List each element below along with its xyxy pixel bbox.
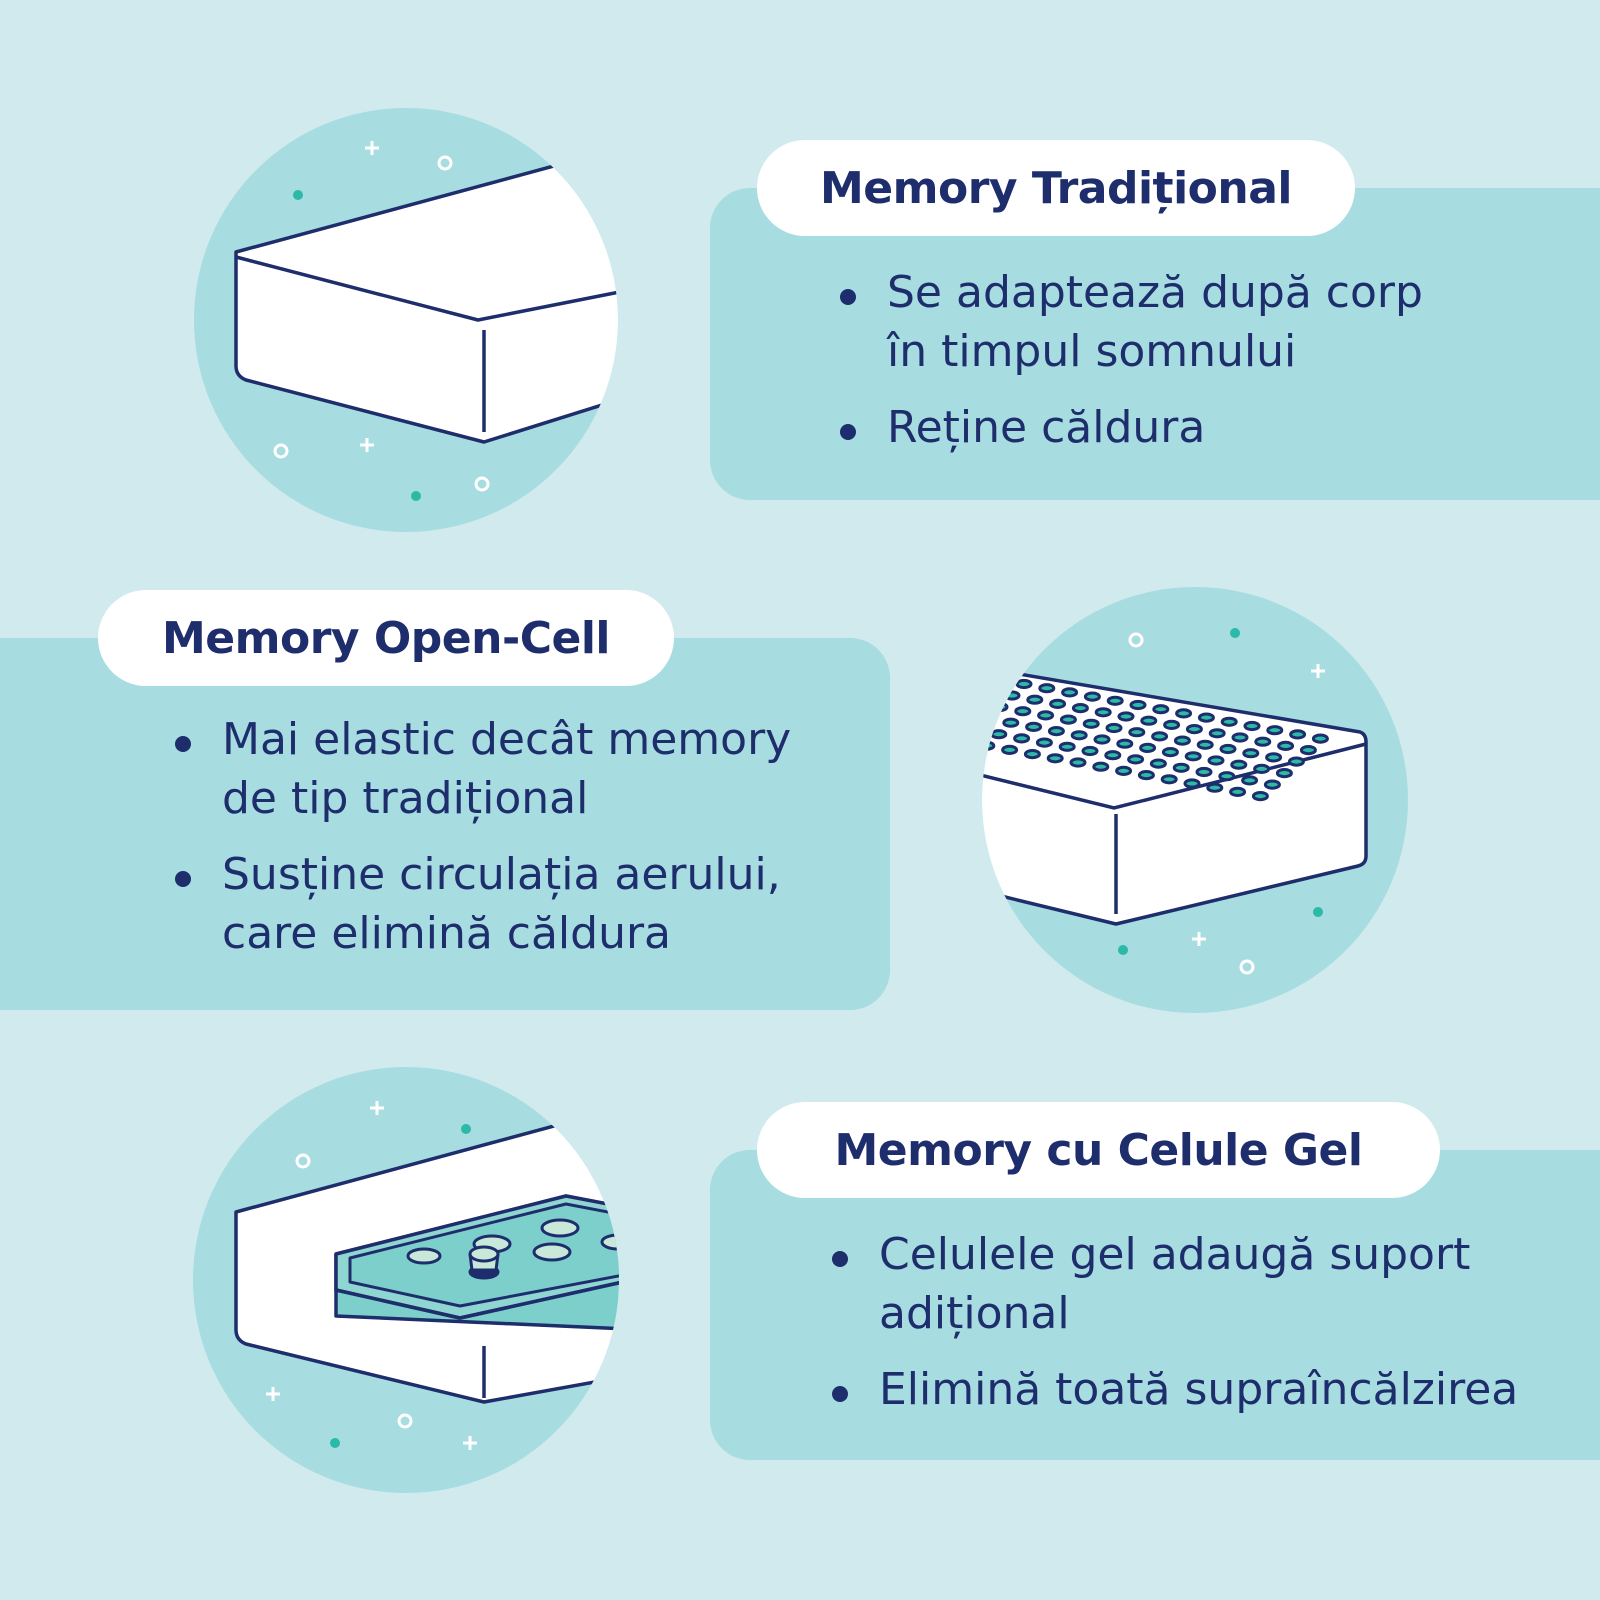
foam-hole (1254, 736, 1272, 747)
foam-hole (1003, 690, 1021, 701)
foam-hole (1137, 770, 1155, 781)
foam-hole (1185, 724, 1203, 735)
foam-hole (1161, 747, 1179, 758)
foam-hole (1001, 744, 1019, 756)
foam-hole (1013, 733, 1031, 744)
foam-hole (1037, 710, 1055, 721)
foam-hole (1083, 691, 1101, 702)
section-traditional-panel (710, 188, 1600, 500)
foam-hole (1140, 715, 1158, 726)
foam-hole (1196, 739, 1214, 750)
foam-hole (1208, 728, 1226, 739)
foam-hole (1015, 678, 1033, 690)
foam-hole (1152, 704, 1170, 715)
foam-hole (1046, 753, 1064, 764)
foam-hole (1229, 786, 1247, 798)
foam-hole (1071, 703, 1089, 714)
foam-hole (1163, 719, 1181, 731)
foam-hole (1014, 706, 1032, 717)
foam-hole (1151, 731, 1169, 742)
section-traditional-bullets: Se adaptează după corp în timpul somnulu… (835, 263, 1595, 474)
foam-hole (1023, 749, 1041, 760)
foam-hole (1218, 771, 1236, 782)
foam-hole (1197, 712, 1215, 723)
foam-hole (957, 738, 971, 745)
foam-hole (1277, 740, 1295, 752)
foam-hole (1092, 761, 1110, 772)
foam-hole (1231, 732, 1249, 743)
foam-hole (1275, 768, 1293, 779)
foam-hole (1253, 763, 1271, 775)
section-traditional-title: Memory Tradițional (757, 140, 1355, 236)
foam-hole (982, 713, 997, 724)
foam-hole (1093, 734, 1111, 745)
section-open-cell-bullets: Mai elastic decât memory de tip tradițio… (170, 710, 890, 980)
foam-hole (1219, 743, 1237, 755)
foam-hole (1059, 714, 1077, 725)
foam-hole (1094, 707, 1112, 718)
section-gel-panel (710, 1150, 1600, 1460)
list-item: Mai elastic decât memory de tip tradițio… (170, 710, 890, 828)
foam-hole (1127, 754, 1145, 765)
foam-hole (1251, 791, 1269, 802)
foam-hole (1139, 742, 1157, 754)
list-item: Susține circulația aerului, care elimină… (170, 845, 890, 963)
foam-hole (1184, 751, 1202, 762)
foam-hole (1220, 716, 1238, 727)
foam-hole (1115, 765, 1133, 777)
foam-hole (1082, 718, 1100, 729)
foam-hole (1058, 741, 1076, 752)
foam-hole (1195, 766, 1213, 778)
foam-hole (1160, 774, 1178, 785)
foam-hole (1049, 698, 1067, 710)
foam-hole (1129, 699, 1147, 711)
foam-hole (1116, 738, 1134, 749)
foam-hole (982, 740, 996, 751)
foam-hole (1173, 735, 1191, 746)
foam-hole (1038, 683, 1056, 694)
section-open-cell-title: Memory Open-Cell (98, 590, 674, 686)
section-open-cell-panel (0, 638, 890, 1010)
foam-hole (1230, 759, 1248, 770)
foam-hole (1106, 695, 1124, 706)
foam-hole (1128, 727, 1146, 738)
foam-hole (1117, 711, 1135, 722)
foam-hole (1081, 745, 1099, 757)
foam-hole (1243, 720, 1261, 732)
foam-hole (1047, 726, 1065, 737)
foam-hole (1026, 694, 1044, 705)
foam-hole (991, 701, 1009, 713)
foam-hole (1311, 733, 1329, 744)
foam-hole (990, 729, 1008, 740)
foam-hole (1242, 748, 1260, 759)
foam-hole (1175, 708, 1193, 719)
list-item: Reține căldura (835, 398, 1595, 457)
foam-hole (1149, 758, 1167, 769)
foam-hole (1266, 725, 1284, 736)
foam-hole (1265, 752, 1283, 763)
list-item: Se adaptează după corp în timpul somnulu… (835, 263, 1595, 381)
foam-hole (1002, 717, 1020, 728)
foam-hole (1104, 750, 1122, 761)
foam-hole (1105, 722, 1123, 734)
foam-hole (1299, 745, 1317, 756)
foam-hole (1287, 756, 1305, 767)
foam-hole (1241, 775, 1259, 786)
foam-hole (1263, 779, 1281, 790)
section-gel-title: Memory cu Celule Gel (757, 1102, 1440, 1198)
foam-hole (1061, 687, 1079, 698)
foam-hole (1070, 730, 1088, 741)
foam-hole (1172, 762, 1190, 773)
section-gel-bullets: Celulele gel adaugă suport adițional Eli… (827, 1225, 1600, 1436)
foam-hole (1025, 721, 1043, 733)
foam-hole (1207, 755, 1225, 766)
list-item: Celulele gel adaugă suport adițional (827, 1225, 1600, 1343)
foam-hole (1069, 757, 1087, 768)
foam-hole (1289, 729, 1307, 740)
foam-hole (1035, 737, 1053, 748)
list-item: Elimină toată supraîncălzirea (827, 1360, 1600, 1419)
foam-hole (1183, 778, 1201, 789)
foam-hole (982, 724, 985, 736)
foam-hole (1206, 782, 1224, 793)
